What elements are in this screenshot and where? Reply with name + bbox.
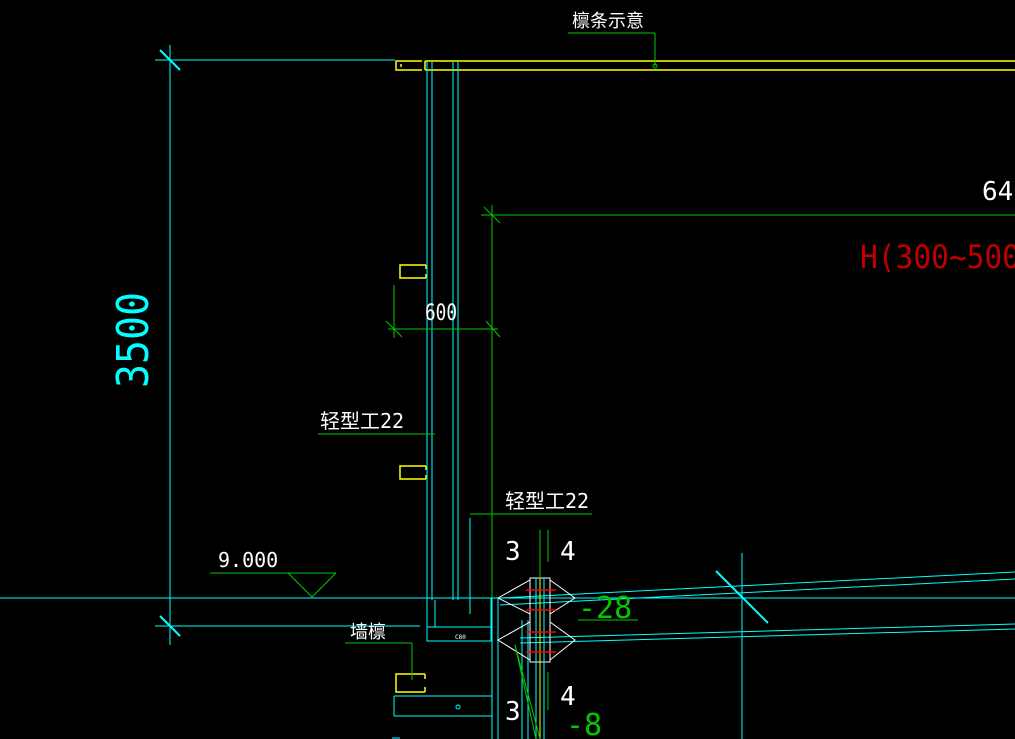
weld-top-left: 3 bbox=[505, 537, 521, 567]
c-channel-mid-2 bbox=[399, 465, 427, 480]
elevation-text: 9.000 bbox=[218, 548, 278, 572]
plate-8-text: -8 bbox=[566, 708, 602, 739]
bolt-marks bbox=[526, 589, 556, 653]
dimension-600 bbox=[385, 285, 501, 338]
lower-wall-beam bbox=[392, 695, 492, 739]
c-channel-mid-1 bbox=[399, 264, 427, 279]
weld-top-right: 4 bbox=[560, 537, 576, 567]
purlin-note-leader bbox=[568, 32, 656, 66]
wall-purlin-leader bbox=[345, 642, 413, 680]
dim-600-text: 600 bbox=[425, 301, 457, 326]
h-range-text: H(300~500 bbox=[860, 238, 1015, 276]
dimension-640 bbox=[481, 205, 1015, 600]
plate-28-text: -28 bbox=[578, 591, 632, 626]
small-tag-text: C80 bbox=[455, 634, 466, 641]
wall-purlin-text: 墙檩 bbox=[350, 622, 386, 643]
main-column bbox=[491, 598, 529, 739]
c-channel-top bbox=[395, 60, 422, 71]
elevation-marker bbox=[210, 572, 337, 598]
dimension-3500 bbox=[155, 45, 420, 645]
c-channel-wall-purlin bbox=[395, 673, 426, 693]
beam-label-2-text: 轻型工22 bbox=[505, 489, 589, 513]
weld-bottom-right: 4 bbox=[560, 682, 576, 712]
dim-3500-text: 3500 bbox=[108, 292, 159, 388]
weld-bottom-left: 3 bbox=[505, 697, 521, 727]
wall-column bbox=[426, 62, 492, 642]
beam-label-1-text: 轻型工22 bbox=[320, 409, 404, 433]
purlin-note-text: 檩条示意 bbox=[572, 11, 644, 32]
sloped-rafter bbox=[499, 553, 1015, 739]
top-rafter bbox=[424, 60, 1015, 71]
dim-640-text: 640 bbox=[982, 177, 1015, 207]
weld-leader-lines bbox=[514, 530, 638, 739]
